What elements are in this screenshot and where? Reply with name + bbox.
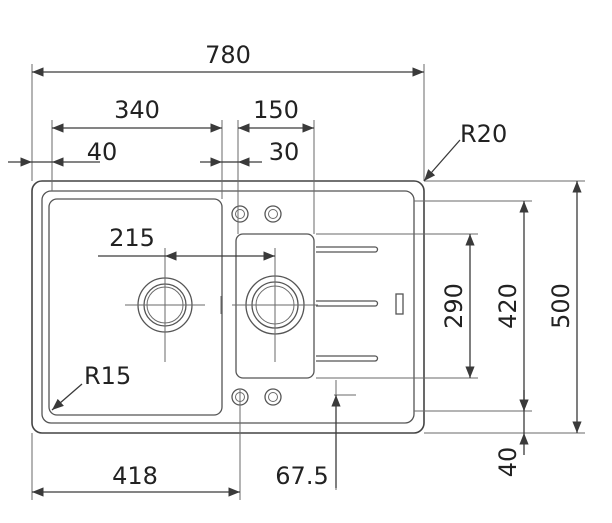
dim-left-offset: 40 bbox=[87, 138, 118, 166]
dim-mid-span: 150 bbox=[253, 96, 299, 124]
dim-left-span: 340 bbox=[114, 96, 160, 124]
dim-bowl-center-distance: 215 bbox=[109, 224, 155, 252]
dim-drainer-height: 290 bbox=[440, 283, 468, 329]
tap-holes bbox=[231, 205, 282, 406]
dim-radius-outer: R20 bbox=[460, 120, 507, 148]
sink-outline bbox=[31, 180, 425, 434]
dim-bottom-margin: 40 bbox=[494, 447, 522, 478]
dim-bottom-left-width: 418 bbox=[112, 462, 158, 490]
dim-radius-inner: R15 bbox=[84, 362, 131, 390]
dim-total-width: 780 bbox=[205, 41, 251, 69]
drainer-grooves bbox=[316, 246, 404, 362]
dim-mid-offset: 30 bbox=[269, 138, 300, 166]
dimension-lines bbox=[8, 67, 582, 497]
dimension-labels: 780 340 150 40 30 R20 215 290 420 500 R1… bbox=[84, 41, 575, 490]
dim-total-height: 500 bbox=[547, 283, 575, 329]
dim-bottom-offset: 67.5 bbox=[275, 462, 328, 490]
dim-inner-height: 420 bbox=[494, 283, 522, 329]
